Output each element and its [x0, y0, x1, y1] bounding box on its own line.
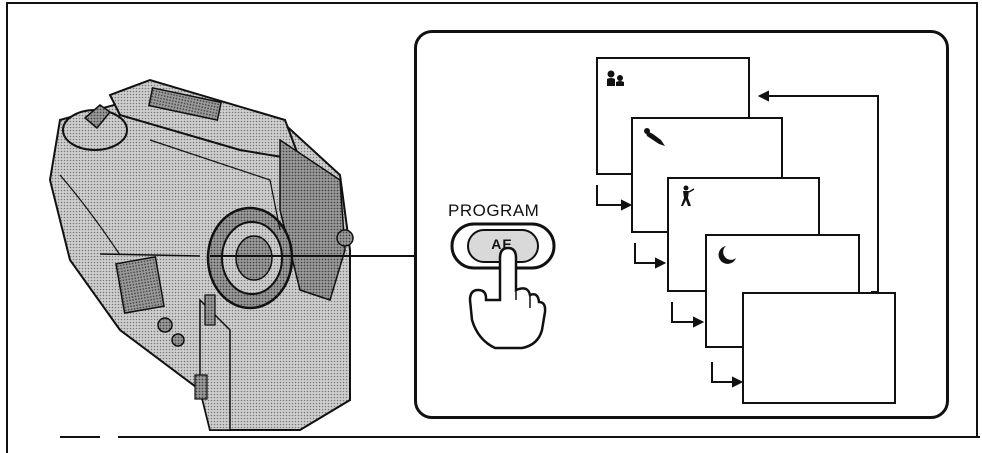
- portrait-icon: [607, 70, 624, 86]
- ae-button-label[interactable]: AE: [491, 236, 513, 252]
- sports-icon: [644, 128, 665, 146]
- mode-screen-off: [742, 292, 896, 404]
- pointing-hand-icon: [468, 246, 547, 350]
- figure-border-bottom: [118, 436, 980, 438]
- figure-border: [6, 2, 978, 438]
- twilight-moon-icon: [718, 246, 736, 264]
- beach-ski-icon: [681, 185, 695, 206]
- figure-border-bottom-left: [60, 436, 100, 438]
- program-caption: PROGRAM: [448, 201, 540, 220]
- figure-border-left: [6, 2, 8, 453]
